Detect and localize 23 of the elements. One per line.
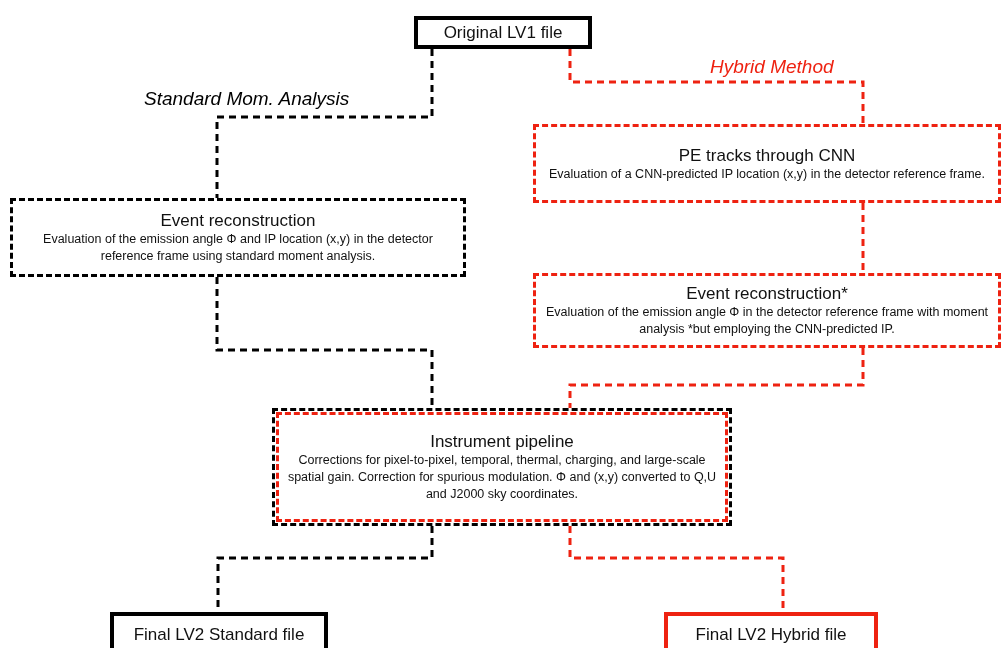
connector bbox=[215, 49, 434, 198]
process-box bbox=[533, 273, 1001, 348]
box-title: Final LV2 Standard file bbox=[133, 623, 305, 645]
box-title: Instrument pipeline bbox=[430, 431, 574, 452]
box-title: Original LV1 file bbox=[443, 22, 563, 43]
process-box bbox=[10, 198, 466, 277]
box-title: Final LV2 Hybrid file bbox=[695, 623, 847, 645]
box-description: Corrections for pixel-to-pixel, temporal, thermal, charging, and large-scale spatial gain. Correction for spurious modulation. Φ and (x,y) converted to Q,U and J2000 sky coordinates. bbox=[286, 452, 718, 503]
box-description: Evaluation of the emission angle Φ and IP location (x,y) in the detector reference frame using standard moment analysis. bbox=[42, 231, 434, 265]
file-box bbox=[664, 612, 878, 648]
file-box bbox=[414, 16, 592, 49]
connector bbox=[215, 277, 434, 408]
box-title: PE tracks through CNN bbox=[678, 144, 856, 166]
connector bbox=[568, 49, 865, 124]
file-box bbox=[110, 612, 328, 648]
process-box bbox=[533, 124, 1001, 203]
box-description: Evaluation of the emission angle Φ in the detector reference frame with moment analysis *but employing the CNN-predicted IP. bbox=[544, 304, 990, 338]
connector bbox=[568, 348, 865, 408]
box-title: Event reconstruction bbox=[160, 210, 316, 231]
box-description: Evaluation of a CNN-predicted IP location (x,y) in the detector reference frame. bbox=[548, 165, 986, 183]
process-box bbox=[272, 408, 732, 526]
connector bbox=[861, 203, 865, 273]
box-title: Event reconstruction* bbox=[686, 283, 848, 304]
